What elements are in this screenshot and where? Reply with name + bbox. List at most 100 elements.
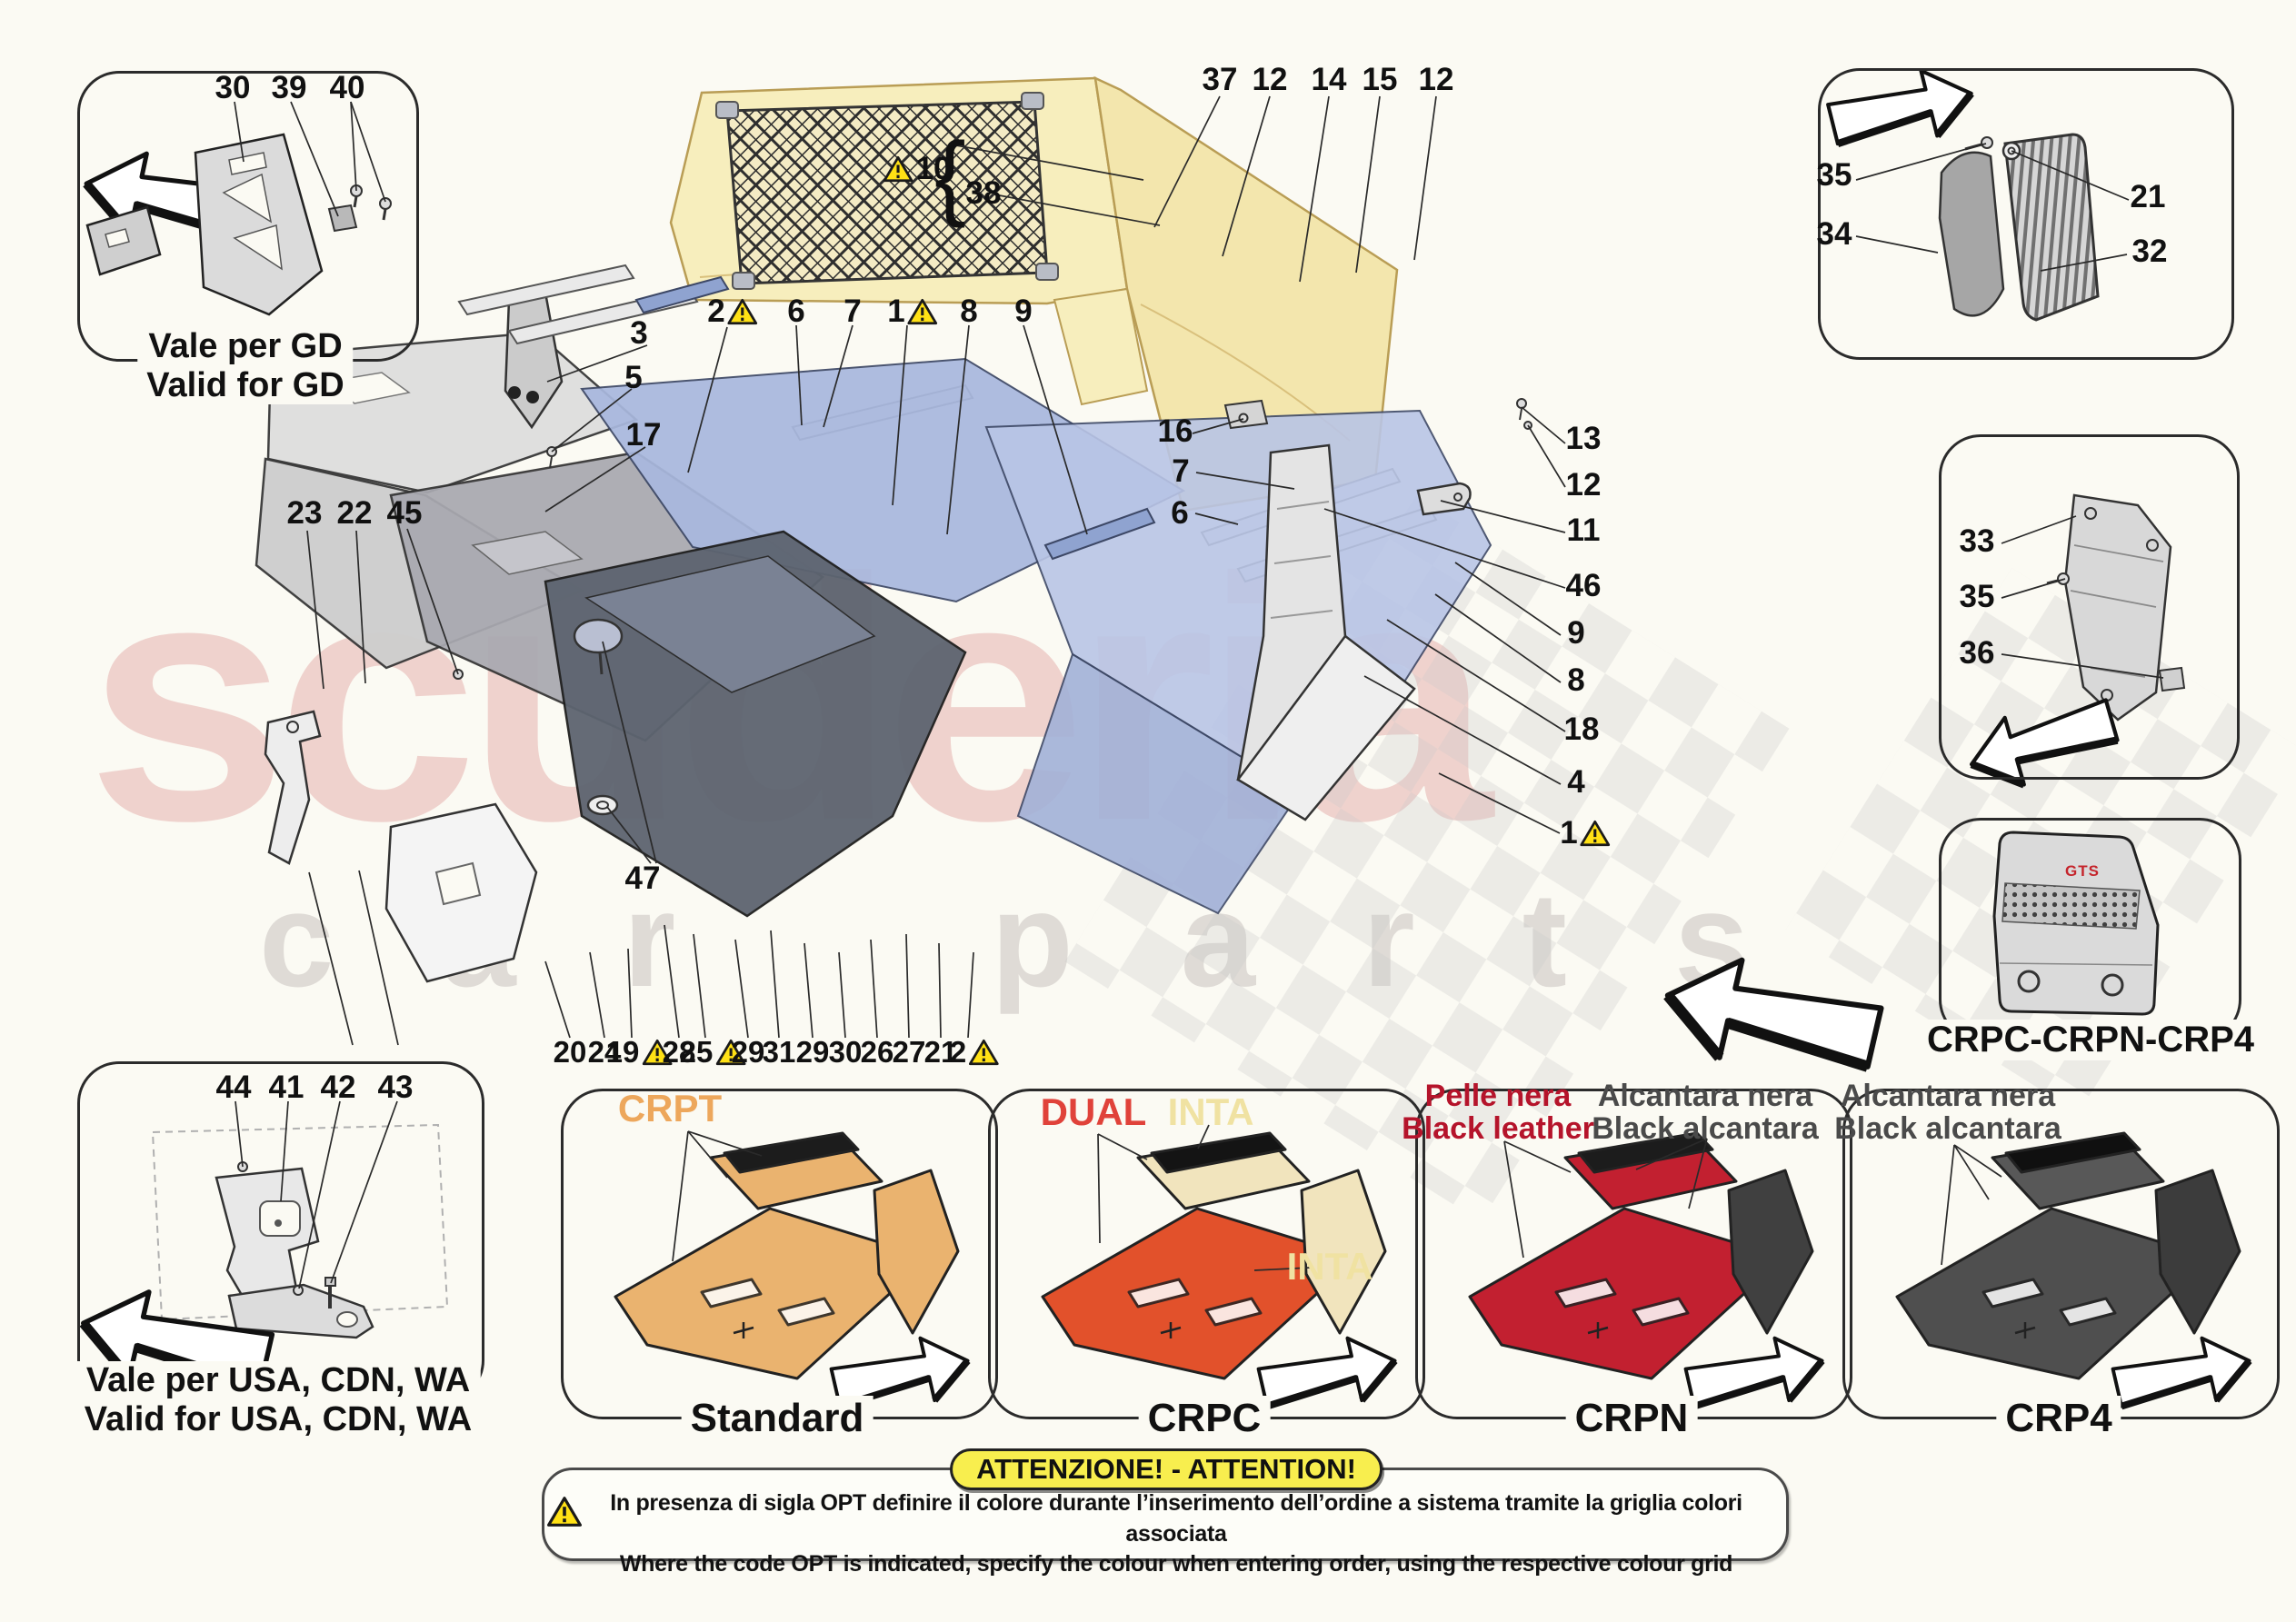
- part-callout-2: 2: [707, 294, 758, 330]
- grommet-and-washer: [573, 618, 624, 816]
- part-callout-29: 29: [795, 1035, 830, 1069]
- callout-brace: {: [934, 124, 966, 229]
- option-arrow: [829, 1329, 974, 1422]
- inset-box-pedal: [1818, 68, 2234, 360]
- carpet-crpn: [1468, 1131, 1814, 1380]
- warning-icon: [883, 155, 913, 183]
- part-callout-2: 2: [950, 1035, 1000, 1070]
- seat-rails: [457, 264, 1438, 583]
- option-box-crpn: [1415, 1089, 1852, 1419]
- crpc-caption: CRPC: [1138, 1396, 1271, 1441]
- checkered-flag-watermark: [1785, 568, 2296, 1113]
- part-callout-7: 7: [1172, 453, 1190, 489]
- crp4-caption: CRP4: [1996, 1396, 2121, 1441]
- part-callout-26: 26: [860, 1035, 894, 1069]
- warning-icon: [547, 1497, 582, 1527]
- warning-icon: [715, 1039, 746, 1066]
- mats-caption: CRPC-CRPN-CRP4: [1917, 1020, 2264, 1060]
- pedal-inset-art: [1825, 60, 2100, 322]
- quarter-trim-part: [1236, 443, 1416, 821]
- part-callout-22: 22: [336, 495, 373, 531]
- part-callout-18: 18: [1563, 711, 1600, 747]
- part-callout-31: 31: [762, 1035, 796, 1069]
- part-callout-41: 41: [268, 1070, 304, 1105]
- shield-inset-art: [1962, 493, 2186, 797]
- attention-text: In presenza di sigla OPT definire il col…: [610, 1490, 1742, 1577]
- carpet-standard: [614, 1131, 960, 1380]
- option-tag-crpt: CRPT: [617, 1087, 723, 1129]
- pillar-trim-part: [504, 291, 564, 430]
- warning-icon: [727, 298, 758, 325]
- inset-box-mats: [1939, 818, 2241, 1041]
- part-callout-35: 35: [1959, 579, 1995, 614]
- checkered-flag-watermark: [1064, 468, 1790, 1222]
- part-callout-37: 37: [1202, 62, 1238, 97]
- attention-pill: ATTENZIONE! - ATTENTION!: [950, 1448, 1383, 1490]
- part-callout-21: 21: [923, 1035, 958, 1069]
- part-callout-17: 17: [625, 417, 662, 453]
- option-box-standard: [561, 1089, 998, 1419]
- carpet-crp4: [1895, 1131, 2241, 1380]
- crpn-caption: CRPN: [1565, 1396, 1698, 1441]
- part-callout-21: 21: [2130, 179, 2166, 214]
- part-callout-5: 5: [624, 360, 643, 395]
- part-callout-39: 39: [271, 70, 307, 105]
- gts-logo: GTS: [2065, 862, 2100, 880]
- part-callout-1: 1: [1560, 815, 1611, 851]
- part-callout-10: 10: [883, 151, 951, 187]
- part-callout-9: 9: [1567, 615, 1585, 651]
- part-callout-1: 1: [887, 294, 938, 330]
- retainer-clamp: [1416, 482, 1472, 516]
- part-callout-8: 8: [960, 294, 978, 329]
- part-callout-43: 43: [377, 1070, 414, 1105]
- option-arrow: [2111, 1329, 2256, 1422]
- part-callout-6: 6: [787, 294, 805, 329]
- warning-icon: [642, 1039, 673, 1066]
- warning-icon: [969, 1039, 1000, 1066]
- part-callout-45: 45: [386, 495, 423, 531]
- watermark-brand: scuderia: [86, 506, 1492, 892]
- standard-caption: Standard: [681, 1396, 873, 1441]
- hinge-bracket-16: [1223, 399, 1269, 430]
- part-callout-12: 12: [1252, 62, 1288, 97]
- option-box-crpc: [988, 1089, 1425, 1419]
- mount-bracket-left: [264, 710, 322, 865]
- part-callout-12: 12: [1565, 467, 1602, 503]
- part-callout-8: 8: [1567, 662, 1585, 698]
- warning-icon: [907, 298, 938, 325]
- front-bracket-plate: [384, 802, 538, 983]
- part-callout-27: 27: [892, 1035, 926, 1069]
- part-callout-14: 14: [1311, 62, 1347, 97]
- watermark-sub: car parts: [259, 865, 1857, 1015]
- part-callout-28: 28: [662, 1035, 696, 1069]
- mats-inset-art: GTS: [1992, 831, 2160, 1016]
- option-tag-inta-2: INTA: [1286, 1245, 1373, 1288]
- part-callout-30: 30: [828, 1035, 863, 1069]
- part-callout-9: 9: [1014, 294, 1033, 329]
- part-callout-32: 32: [2131, 234, 2168, 269]
- inset-box-usa: [77, 1061, 484, 1402]
- part-callout-36: 36: [1959, 635, 1995, 671]
- screws: [453, 398, 1532, 680]
- tunnel-carpet: [544, 530, 967, 918]
- part-callout-24: 24: [587, 1035, 622, 1069]
- gd-inset-art: [78, 133, 392, 316]
- part-callout-33: 33: [1959, 523, 1995, 559]
- part-callout-23: 23: [286, 495, 323, 531]
- part-callout-35: 35: [1816, 157, 1852, 193]
- blue-carpets: [580, 275, 1492, 915]
- part-callout-30: 30: [215, 70, 251, 105]
- rear-shelf-panel: [669, 75, 1399, 512]
- part-callout-20: 20: [553, 1035, 587, 1069]
- part-callout-46: 46: [1565, 568, 1602, 603]
- part-callout-7: 7: [844, 294, 862, 329]
- part-callout-38: 38: [965, 175, 1002, 211]
- part-callout-16: 16: [1157, 413, 1193, 449]
